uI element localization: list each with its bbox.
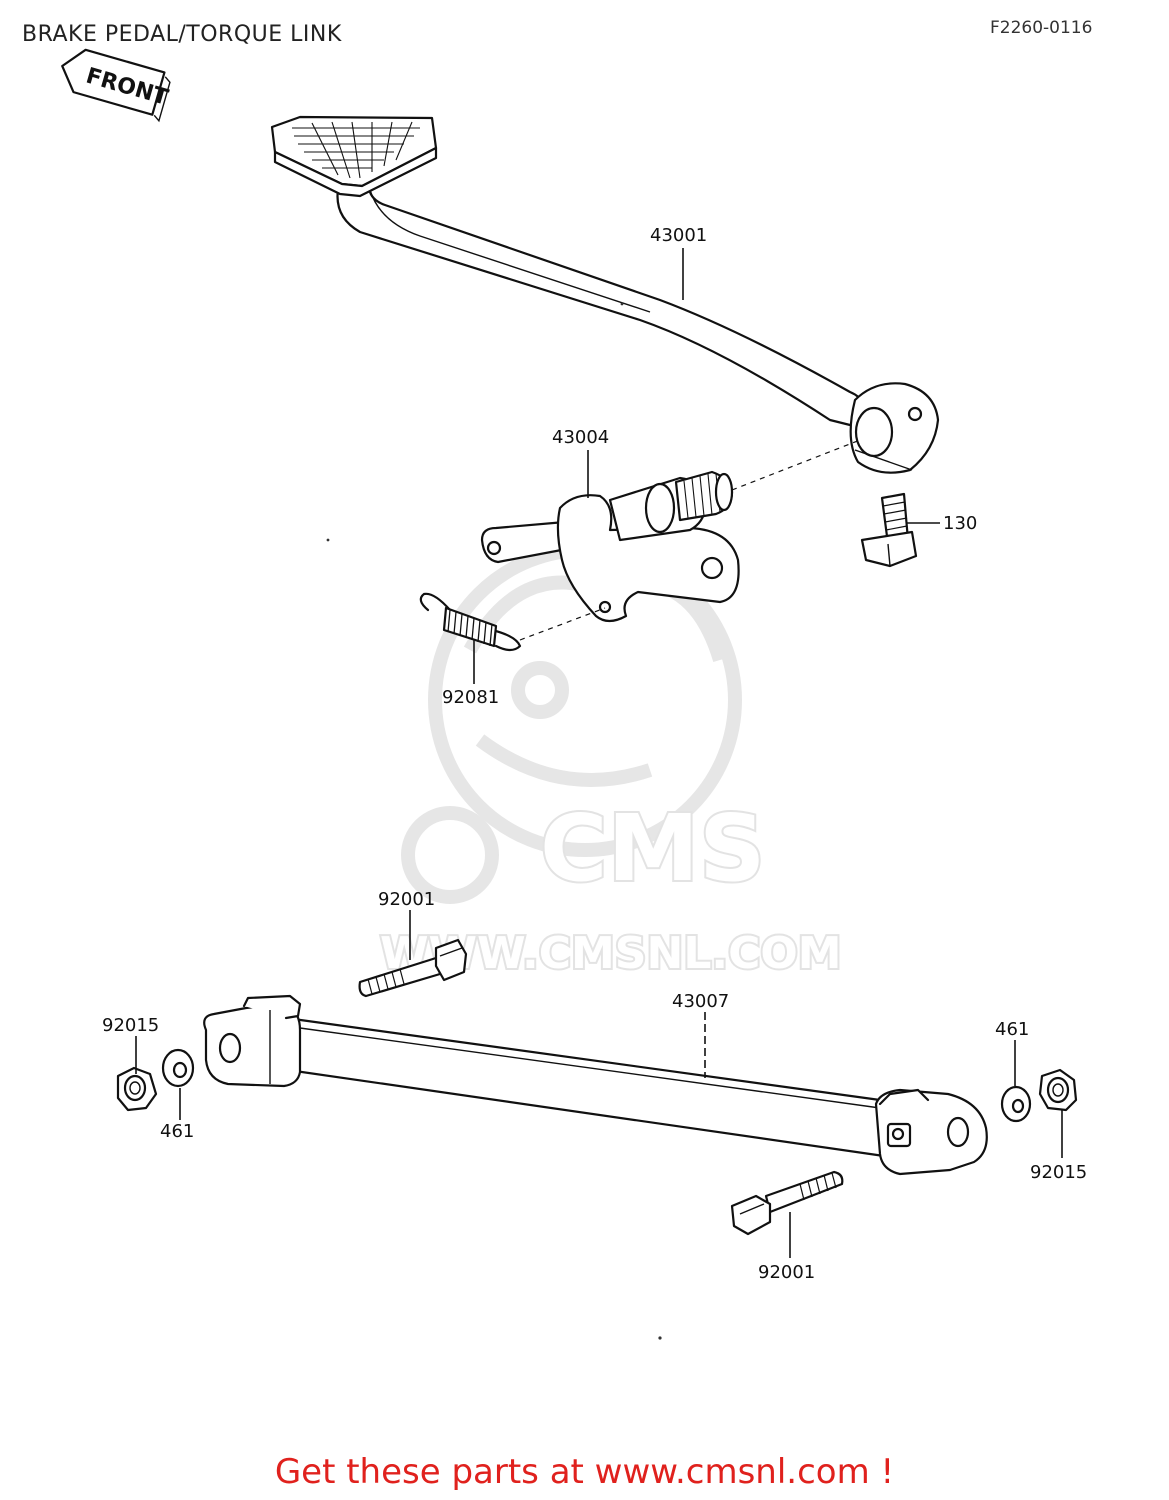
print-specks	[326, 302, 662, 1340]
brake-shaft-43004	[480, 470, 740, 623]
pedal-pad-grip-pattern	[292, 121, 420, 179]
callout-92015-right: 92015	[1030, 1162, 1087, 1183]
washer-461-left	[161, 1048, 195, 1088]
callout-92015-left: 92015	[102, 1015, 159, 1036]
watermark-swirl-icon	[401, 806, 499, 904]
watermark-logo-text: CMS	[540, 795, 765, 902]
callout-43001: 43001	[650, 225, 707, 246]
torque-link-43007	[203, 994, 988, 1176]
leader-lines	[135, 248, 1063, 1258]
spring-coils	[442, 606, 498, 648]
callout-43004: 43004	[552, 427, 609, 448]
callout-92001-top: 92001	[378, 889, 435, 910]
footer-promo-link[interactable]: Get these parts at www.cmsnl.com !	[274, 1452, 895, 1492]
diagram-title: BRAKE PEDAL/TORQUE LINK	[22, 22, 342, 47]
brake-pedal-43001	[270, 115, 940, 474]
return-spring-92081	[419, 592, 522, 652]
callout-461-right: 461	[995, 1019, 1029, 1040]
nut-92015-right	[1038, 1068, 1078, 1112]
callout-92001-bottom: 92001	[758, 1262, 815, 1283]
callout-130: 130	[943, 513, 977, 534]
callout-43007: 43007	[672, 991, 729, 1012]
figure-code: F2260-0116	[990, 18, 1093, 38]
front-direction-tag: FRONT	[61, 48, 171, 123]
bolt-92001-top	[358, 938, 468, 998]
callout-92081: 92081	[442, 687, 499, 708]
nut-92015-left	[116, 1066, 158, 1112]
bolt-92001-bottom	[730, 1170, 844, 1236]
callout-461-left: 461	[160, 1121, 194, 1142]
callout-labels: 43001 43004 130 92081 92001 43007 92015 …	[102, 225, 1087, 1283]
washer-461-right	[1000, 1085, 1032, 1123]
bolt-130	[860, 492, 918, 568]
shaft-alignment-line	[731, 439, 861, 491]
